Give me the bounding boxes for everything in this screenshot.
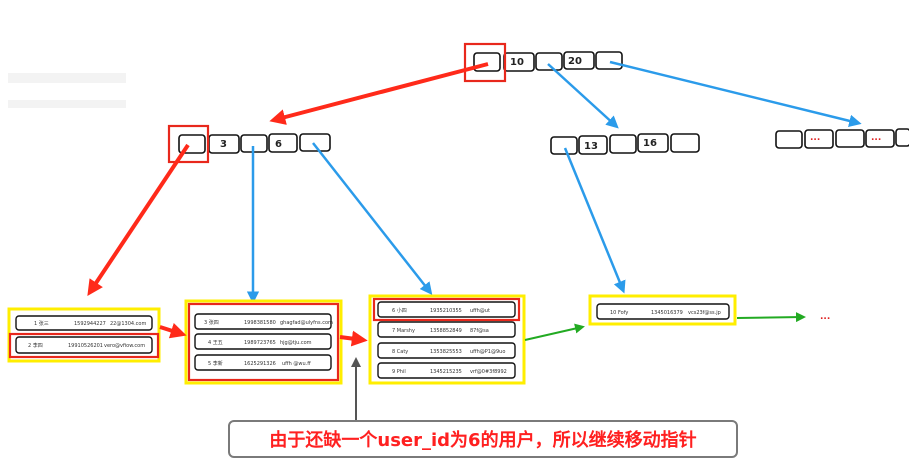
leaf-page-highlight (187, 302, 340, 382)
blue-pointer-arrow (312, 142, 433, 295)
leaf-cell-id: 6 小四 (392, 307, 407, 314)
red-pointer-arrow (269, 62, 489, 125)
leaf-cell-phone: 1345215235 (430, 369, 462, 375)
leaf-page-4: 10 Fofy 1345016379 vcs23f@ss.jp (588, 294, 737, 326)
blue-pointer-arrow (609, 60, 862, 127)
leaf-row (194, 333, 332, 350)
leaf-cell-id: 9 Phil (392, 369, 406, 375)
leaf-cell-email: 22@1304.com (110, 321, 146, 327)
leaf-cell-phone: 1625291326 (244, 361, 276, 367)
leaf-cell-id: 5 李新 (208, 360, 223, 367)
leaf-cell-email: ghagfad@ulyfns.com (280, 320, 333, 326)
leaf-cell-email: uffh@ut (470, 308, 490, 314)
leaf-cell-id: 8 Caty (392, 349, 408, 355)
leaf-cell-phone: 19910526201 (68, 343, 103, 349)
leaf-row (596, 303, 730, 320)
leaf-cell-phone: 1592944227 (74, 321, 106, 327)
leaf-cell-email: vcs23f@ss.jp (688, 310, 721, 316)
root-key-20: 20 (568, 56, 582, 67)
internal-pointer-highlight (167, 124, 210, 164)
leaf-cell-phone: 1998381580 (244, 320, 276, 326)
internal-node-cell (550, 136, 578, 155)
leaf-row (15, 336, 153, 354)
internal-node-cell (865, 129, 895, 148)
more-pages-marker: ... (820, 312, 830, 322)
internal-key-more: ... (810, 133, 820, 143)
leaf-row (377, 362, 516, 379)
root-pointer-highlight (463, 42, 507, 83)
root-node-cell (535, 52, 563, 71)
internal-node-cell (775, 130, 803, 149)
green-leaf-link-arrow (524, 323, 585, 341)
internal-key-13: 13 (584, 141, 598, 152)
leaf-cell-email: hjg@tju.com (280, 340, 312, 346)
leaf-row (377, 301, 516, 318)
internal-node-cell (804, 129, 834, 149)
leaf-cell-phone: 1345016379 (651, 310, 683, 316)
leaf-row (377, 342, 516, 359)
internal-node-cell (268, 133, 298, 153)
internal-node-2: 13 16 (550, 133, 700, 155)
internal-node-3: ... ... (775, 128, 909, 149)
leaf-cell-id: 4 王五 (208, 340, 223, 346)
leaf-cell-email: uffh @wu.ff (282, 361, 311, 367)
internal-key-16: 16 (643, 138, 657, 149)
caption-text: 由于还缺一个user_id为6的用户，所以继续移动指针 (269, 430, 697, 451)
leaf-cell-id: 10 Fofy (610, 310, 628, 316)
green-leaf-link-arrow (736, 312, 806, 323)
leaf-page-3: 6 小四 1935210355 uffh@ut 7 Marshy 1358852… (368, 294, 526, 385)
leaf-page-2: 3 张四 1998381580 ghagfad@ulyfns.com 4 王五 … (184, 299, 343, 385)
red-leaf-link-arrow (339, 330, 368, 347)
internal-node-cell (895, 128, 909, 147)
internal-node-cell (670, 133, 700, 153)
root-node-cell (563, 51, 595, 70)
internal-key-more: ... (871, 133, 881, 143)
faint-artifact-top (8, 73, 126, 83)
red-leaf-link-arrow (159, 322, 187, 339)
internal-node-cell (299, 133, 331, 152)
leaf-row-highlight (372, 297, 521, 322)
leaf-cell-id: 1 张三 (34, 320, 49, 327)
internal-node-cell (835, 129, 865, 148)
leaf-cell-phone: 1358852849 (430, 328, 462, 334)
internal-node-cell (578, 135, 608, 155)
internal-node-1: 3 6 (167, 124, 331, 164)
leaf-row (15, 315, 153, 331)
root-key-10: 10 (510, 57, 524, 68)
leaf-row (194, 354, 332, 371)
leaf-cell-phone: 1353825553 (430, 349, 462, 355)
leaf-cell-id: 7 Marshy (392, 328, 415, 334)
leaf-cell-id: 3 张四 (204, 319, 219, 326)
internal-key-6: 6 (275, 139, 282, 150)
leaf-cell-email: uffh@P1@9uo (470, 349, 505, 355)
root-node: 10 20 (463, 42, 623, 83)
leaf-row (377, 321, 516, 338)
leaf-cell-email: vrf@0#3f8992 (470, 369, 507, 375)
caption-box: 由于还缺一个user_id为6的用户，所以继续移动指针 (228, 420, 738, 458)
leaf-row-highlight (8, 332, 160, 359)
root-node-cell (595, 51, 623, 70)
leaf-page-1: 1 张三 1592944227 22@1304.com 2 李四 1991052… (7, 307, 161, 363)
leaf-cell-email: 87f@sa (470, 328, 489, 334)
red-pointer-arrow (87, 143, 190, 296)
leaf-cell-phone: 1935210355 (430, 308, 462, 314)
faint-artifact-bottom (8, 100, 126, 108)
internal-node-cell (637, 133, 669, 153)
leaf-cell-id: 2 李四 (28, 342, 43, 349)
blue-pointer-arrow (547, 63, 619, 129)
leaf-row (194, 313, 332, 330)
internal-key-3: 3 (220, 139, 227, 150)
leaf-cell-email: vero@vfiow.com (104, 343, 145, 349)
leaf-cell-phone: 1989723765 (244, 340, 276, 346)
internal-node-cell (609, 134, 637, 154)
blue-pointer-arrow (563, 147, 626, 294)
